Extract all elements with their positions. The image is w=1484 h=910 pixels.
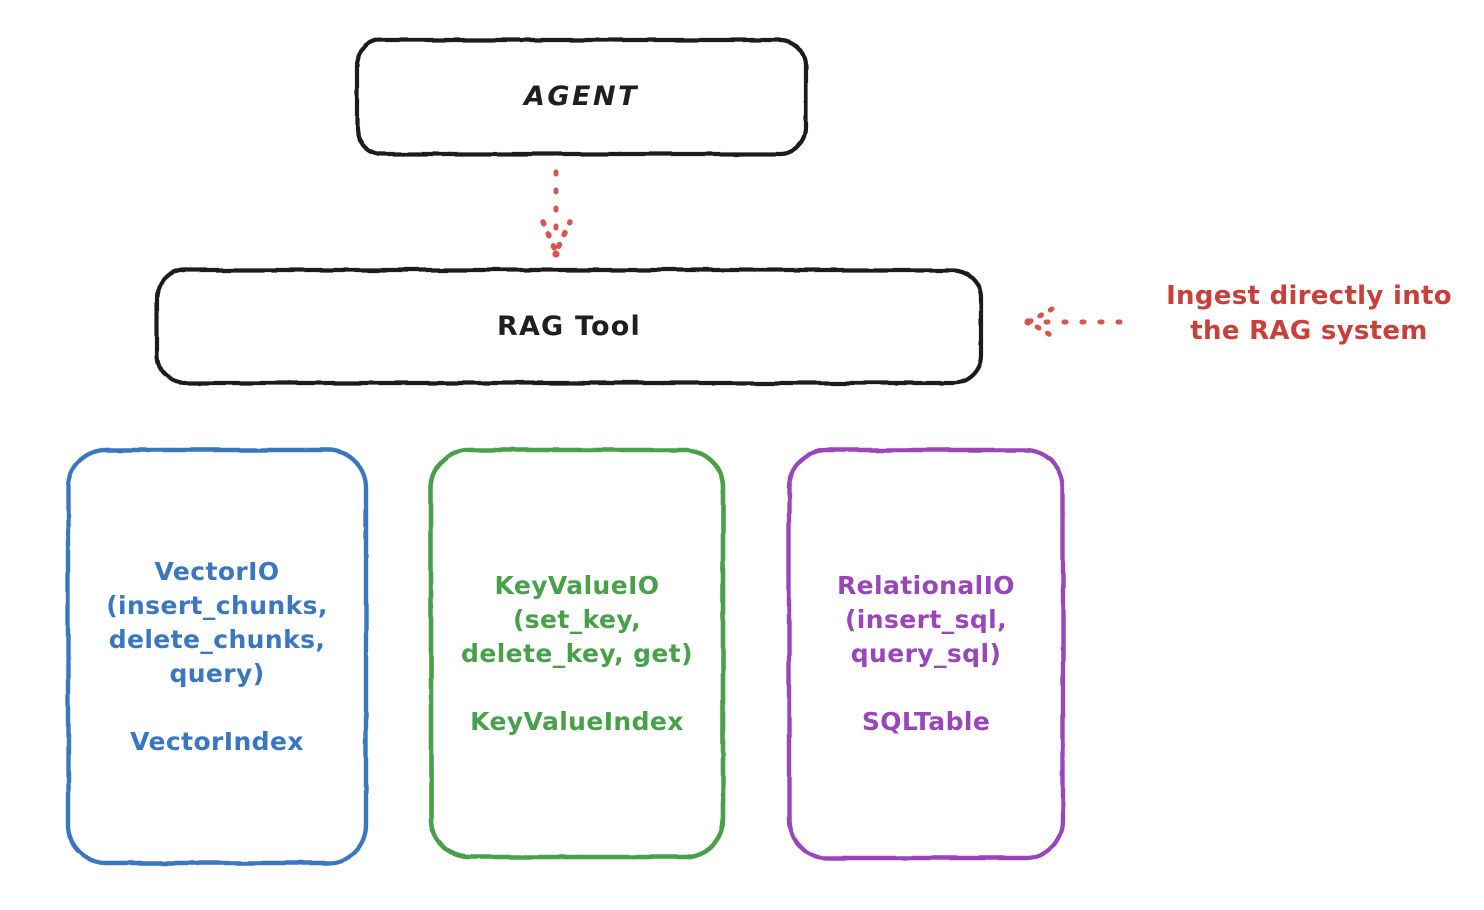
relational-io-box-outline	[786, 447, 1066, 861]
node-vector-io[interactable]: VectorIO (insert_chunks, delete_chunks, …	[68, 450, 366, 863]
vector-io-box-outline	[65, 447, 369, 866]
node-key-value-io-label: KeyValueIO (set_key, delete_key, get) Ke…	[461, 570, 693, 736]
node-agent-label: AGENT	[523, 81, 639, 113]
node-relational-io-label: RelationalIO (insert_sql, query_sql) SQL…	[837, 571, 1015, 736]
node-rag-tool-label: RAG Tool	[496, 310, 642, 342]
ingest-to-rag-tool-connector	[1024, 306, 1135, 339]
rag-tool-box-outline	[154, 267, 984, 386]
annotation-ingest: Ingest directly into the RAG system	[1166, 281, 1452, 346]
node-key-value-io[interactable]: KeyValueIO (set_key, delete_key, get) Ke…	[431, 450, 723, 857]
node-rag-tool[interactable]: RAG Tool	[157, 270, 981, 383]
agent-to-rag-tool-connector	[540, 169, 573, 259]
node-vector-io-label: VectorIO (insert_chunks, delete_chunks, …	[106, 556, 328, 756]
node-agent[interactable]: AGENT	[357, 40, 806, 154]
agent-box-outline	[354, 37, 809, 157]
key-value-io-box-outline	[428, 447, 726, 860]
node-relational-io[interactable]: RelationalIO (insert_sql, query_sql) SQL…	[789, 450, 1063, 858]
